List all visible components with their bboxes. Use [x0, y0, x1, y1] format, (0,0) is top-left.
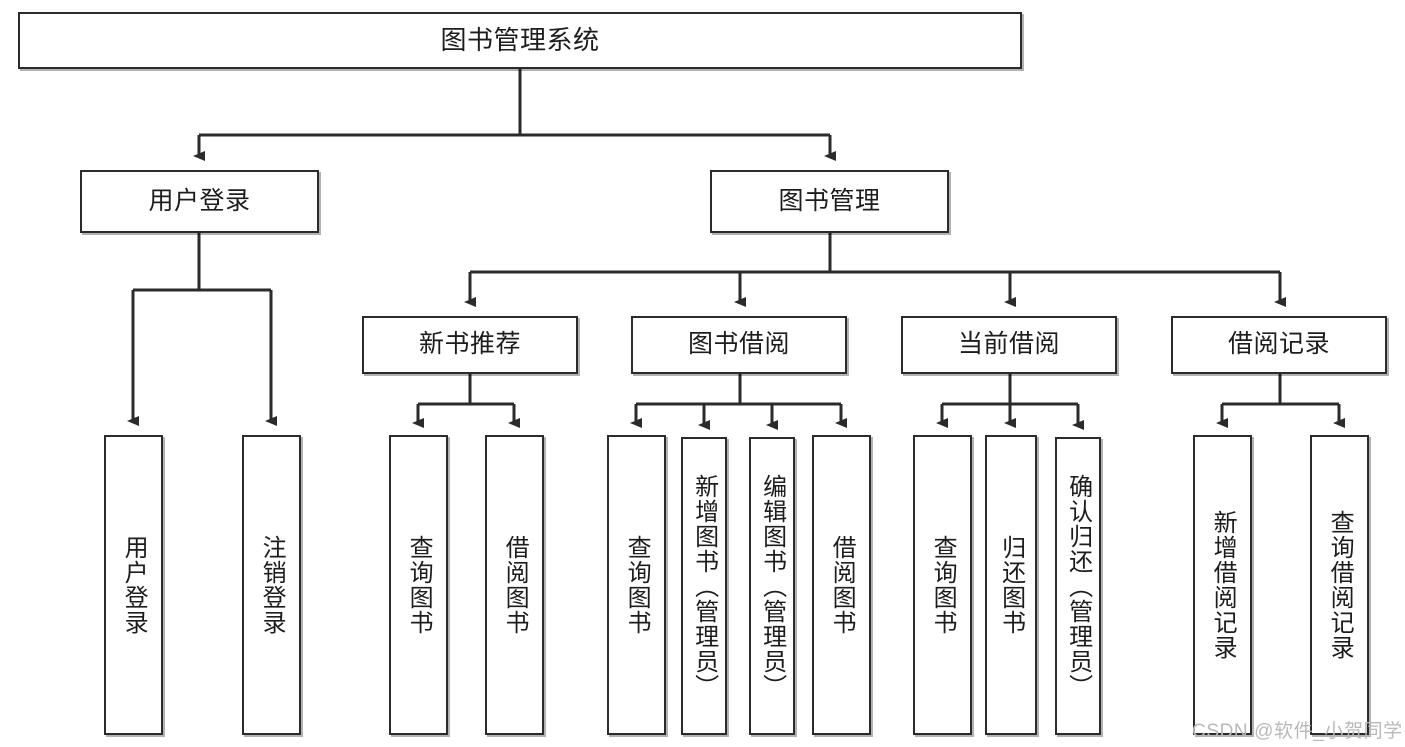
node-label: 新增借阅记录 [1209, 510, 1237, 660]
node-label: 用户登录 [148, 186, 251, 215]
node-label: 确认归还（管理员） [1064, 473, 1092, 699]
node-label: 编辑图书（管理员） [758, 473, 786, 699]
node-leaf-user-login[interactable]: 用户登录 [104, 435, 163, 735]
node-label: 注销登录 [258, 535, 286, 635]
node-label: 查询图书 [929, 535, 957, 635]
node-label: 归还图书 [997, 535, 1025, 635]
node-root-library-management-system[interactable]: 图书管理系统 [18, 12, 1022, 69]
node-user-login[interactable]: 用户登录 [80, 170, 319, 233]
node-borrow-record[interactable]: 借阅记录 [1171, 316, 1387, 374]
node-label: 当前借阅 [957, 330, 1060, 359]
node-leaf-confirm-return-admin[interactable]: 确认归还（管理员） [1055, 437, 1101, 735]
node-label: 图书管理系统 [440, 25, 600, 56]
node-label: 新增图书（管理员） [690, 473, 718, 699]
node-new-book-recommend[interactable]: 新书推荐 [362, 316, 578, 374]
node-label: 借阅图书 [501, 535, 529, 635]
node-leaf-query-book-recommend[interactable]: 查询图书 [389, 435, 448, 735]
node-label: 查询图书 [623, 535, 651, 635]
node-leaf-edit-book-admin[interactable]: 编辑图书（管理员） [749, 437, 795, 735]
node-label: 借阅记录 [1227, 330, 1330, 359]
node-leaf-return-book[interactable]: 归还图书 [985, 435, 1037, 735]
node-leaf-query-book-borrow[interactable]: 查询图书 [607, 435, 666, 735]
node-leaf-add-book-admin[interactable]: 新增图书（管理员） [681, 437, 727, 735]
node-leaf-logout[interactable]: 注销登录 [242, 435, 301, 735]
node-label: 用户登录 [120, 535, 148, 635]
node-label: 图书管理 [778, 186, 881, 215]
node-label: 图书借阅 [687, 330, 790, 359]
node-label: 新书推荐 [418, 330, 521, 359]
node-label: 借阅图书 [828, 535, 856, 635]
node-book-borrow[interactable]: 图书借阅 [631, 316, 847, 374]
node-current-borrow[interactable]: 当前借阅 [901, 316, 1117, 374]
watermark-credit: CSDN @软件_小贺同学 [1192, 721, 1403, 742]
node-leaf-query-borrow-record[interactable]: 查询借阅记录 [1310, 435, 1369, 735]
node-leaf-query-book-current[interactable]: 查询图书 [913, 435, 972, 735]
node-label: 查询借阅记录 [1326, 510, 1354, 660]
node-leaf-borrow-book-recommend[interactable]: 借阅图书 [485, 435, 544, 735]
node-label: 查询图书 [405, 535, 433, 635]
node-book-management[interactable]: 图书管理 [710, 170, 949, 233]
node-leaf-add-borrow-record[interactable]: 新增借阅记录 [1193, 435, 1252, 735]
node-leaf-borrow-book[interactable]: 借阅图书 [812, 435, 871, 735]
